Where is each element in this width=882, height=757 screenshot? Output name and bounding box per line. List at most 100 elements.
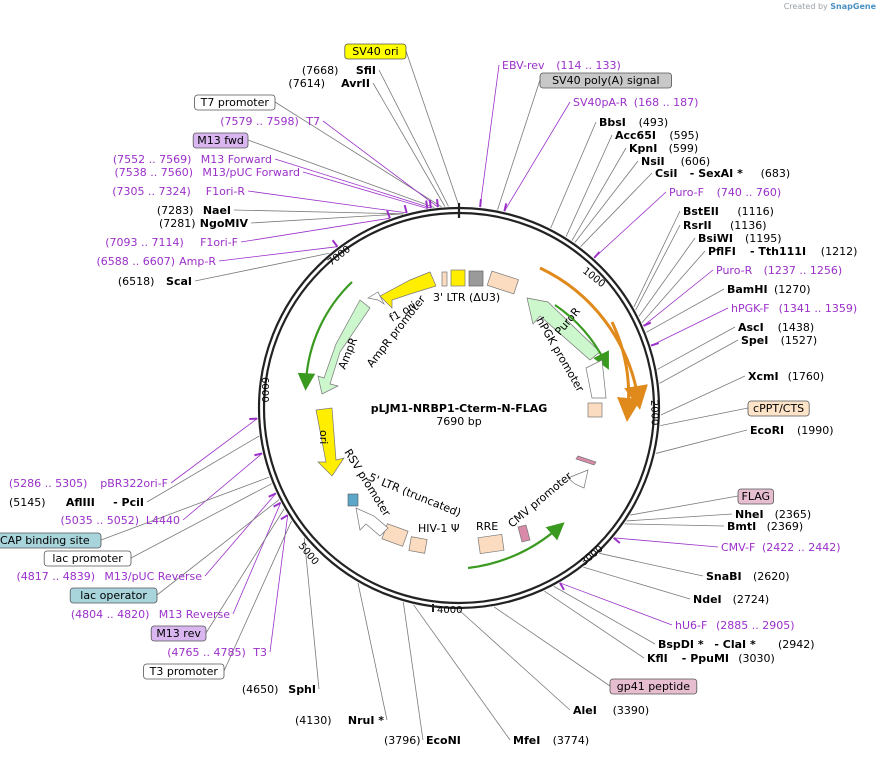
label-m13-rev[interactable]: M13 rev bbox=[150, 625, 207, 642]
label-m13-reverse[interactable]: M13 Reverse(4804 .. 4820) bbox=[71, 608, 230, 621]
label-gp41-peptide[interactable]: gp41 peptide bbox=[609, 678, 698, 695]
leader-l-23-t3 bbox=[269, 514, 289, 653]
site-pos: (2942) bbox=[778, 638, 815, 651]
label-bspdi[interactable]: BspDI *- ClaI *(2942) bbox=[658, 638, 815, 651]
label-bbsi[interactable]: BbsI(493) bbox=[599, 116, 668, 129]
label-puro-f[interactable]: Puro-F(740 .. 760) bbox=[669, 186, 781, 199]
ltr3-feature[interactable] bbox=[486, 270, 519, 295]
primer-range: (4817 .. 4839) bbox=[16, 570, 95, 583]
label-cmv-f[interactable]: CMV-F(2422 .. 2442) bbox=[721, 541, 841, 554]
label-hpgk-f[interactable]: hPGK-F(1341 .. 1359) bbox=[731, 302, 857, 315]
label-ngomiv[interactable]: NgoMIV(7281) bbox=[159, 217, 248, 230]
label-mfei[interactable]: MfeI(3774) bbox=[513, 734, 589, 747]
label-snabi[interactable]: SnaBI(2620) bbox=[706, 570, 790, 583]
label-f1ori-f[interactable]: F1ori-F(7093 .. 7114) bbox=[105, 236, 238, 249]
gp41-feature[interactable] bbox=[517, 524, 531, 543]
label-hu6-f[interactable]: hU6-F(2885 .. 2905) bbox=[675, 619, 795, 632]
hpgk-promoter-feature[interactable] bbox=[585, 359, 607, 399]
label-sv40-poly-a-signal[interactable]: SV40 poly(A) signal bbox=[539, 72, 673, 89]
rsv-promoter-feature[interactable] bbox=[355, 507, 389, 537]
label-m13-puc-reverse[interactable]: M13/pUC Reverse(4817 .. 4839) bbox=[16, 570, 202, 583]
label-kpni[interactable]: KpnI(599) bbox=[629, 142, 698, 155]
label-alei[interactable]: AleI(3390) bbox=[573, 704, 649, 717]
label-m13-fwd[interactable]: M13 fwd bbox=[192, 132, 249, 149]
cppt-feature[interactable] bbox=[587, 402, 603, 418]
label-m13-forward[interactable]: M13 Forward(7552 .. 7569) bbox=[113, 153, 272, 166]
label-bamhi[interactable]: BamHI(1270) bbox=[727, 283, 811, 296]
flag-feature[interactable] bbox=[575, 455, 597, 466]
label-ndei[interactable]: NdeI(2724) bbox=[693, 593, 769, 606]
leader-lines bbox=[100, 50, 749, 741]
label-ebv-rev[interactable]: EBV-rev(114 .. 133) bbox=[502, 59, 621, 72]
label-t7-promoter[interactable]: T7 promoter bbox=[194, 94, 276, 111]
leader-r-24-cmv-f bbox=[613, 537, 719, 548]
hiv-psi-feature[interactable] bbox=[408, 536, 428, 554]
label-bsteii[interactable]: BstEII(1116) bbox=[683, 205, 774, 218]
label-bmti[interactable]: BmtI(2369) bbox=[727, 520, 803, 533]
label-amp-r[interactable]: Amp-R(6588 .. 6607) bbox=[96, 255, 216, 268]
label-xcmi[interactable]: XcmI(1760) bbox=[748, 370, 824, 383]
primer-mark-t3 bbox=[280, 514, 289, 521]
ori-feature[interactable] bbox=[315, 407, 345, 477]
ampr-promoter-feature[interactable] bbox=[367, 291, 385, 306]
label-pbr322ori-f[interactable]: pBR322ori-F(5286 .. 5305) bbox=[9, 477, 168, 490]
primer-range: (7305 .. 7324) bbox=[112, 185, 191, 198]
primer-range: (740 .. 760) bbox=[717, 186, 782, 199]
label-sphi[interactable]: SphI(4650) bbox=[242, 683, 316, 696]
feature-box bbox=[194, 94, 276, 111]
label-naei[interactable]: NaeI(7283) bbox=[157, 204, 231, 217]
label-lac-promoter[interactable]: lac promoter bbox=[43, 550, 132, 567]
ampr-feature[interactable] bbox=[317, 299, 371, 395]
label-scai[interactable]: ScaI(6518) bbox=[118, 275, 192, 288]
cmv-promoter-feature[interactable] bbox=[567, 469, 589, 489]
label-rsrii[interactable]: RsrII(1136) bbox=[683, 219, 767, 232]
feature-box bbox=[143, 663, 225, 680]
label-csii[interactable]: CsiI- SexAI *(683) bbox=[655, 167, 790, 180]
label-ecori[interactable]: EcoRI(1990) bbox=[750, 424, 834, 437]
sv40-ori-feature[interactable] bbox=[450, 269, 466, 287]
label-spei[interactable]: SpeI(1527) bbox=[741, 334, 817, 347]
label-flag[interactable]: FLAG bbox=[737, 488, 774, 505]
label-l4440[interactable]: L4440(5035 .. 5052) bbox=[60, 514, 180, 527]
site-name: BsiWI bbox=[698, 232, 733, 245]
label-t3-promoter[interactable]: T3 promoter bbox=[143, 663, 225, 680]
label-cap-binding-site[interactable]: CAP binding site bbox=[0, 532, 102, 549]
site-name: EcoRI bbox=[750, 424, 784, 437]
label-f1ori-r[interactable]: F1ori-R(7305 .. 7324) bbox=[112, 185, 245, 198]
site-pos: (1527) bbox=[781, 334, 818, 347]
puror-feature[interactable] bbox=[526, 297, 601, 361]
label-nrui[interactable]: NruI *(4130) bbox=[295, 714, 384, 727]
leader-r-22-nhei bbox=[626, 513, 733, 522]
label-acc65i[interactable]: Acc65I(595) bbox=[615, 129, 699, 142]
f1-ori-feature[interactable] bbox=[379, 271, 437, 309]
site-name: CsiI bbox=[655, 167, 677, 180]
label-sv40pa-r[interactable]: SV40pA-R(168 .. 187) bbox=[573, 96, 698, 109]
rre-feature[interactable] bbox=[477, 534, 505, 554]
leader-l-9-naei bbox=[233, 209, 404, 215]
sv40-polya-feature[interactable] bbox=[468, 270, 484, 287]
site-pos: (2724) bbox=[733, 593, 770, 606]
primer-range: (7538 .. 7560) bbox=[114, 166, 193, 179]
site-pos: (1136) bbox=[730, 219, 767, 232]
label-asci[interactable]: AscI(1438) bbox=[738, 321, 814, 334]
label-econi[interactable]: (3796)EcoNI bbox=[384, 734, 461, 747]
label-lac-operator[interactable]: lac operator bbox=[69, 587, 158, 604]
label-bsiwi[interactable]: BsiWI(1195) bbox=[698, 232, 782, 245]
label-kfli[interactable]: KflI- PpuMI(3030) bbox=[647, 652, 775, 665]
label-avrii[interactable]: AvrII(7614) bbox=[288, 77, 370, 90]
label-cppt-cts[interactable]: cPPT/CTS bbox=[747, 400, 810, 417]
label-puro-r[interactable]: Puro-R(1237 .. 1256) bbox=[716, 264, 842, 277]
label-t3[interactable]: T3(4765 .. 4785) bbox=[167, 646, 267, 659]
label-sv40-ori[interactable]: SV40 ori bbox=[344, 43, 407, 60]
feature-box-label: M13 fwd bbox=[197, 134, 244, 147]
label-pflfi[interactable]: PflFI- Tth111I(1212) bbox=[708, 245, 857, 258]
label-nhei[interactable]: NheI(2365) bbox=[735, 508, 811, 521]
feature-box bbox=[344, 43, 407, 60]
site-name: ScaI bbox=[166, 275, 192, 288]
primer-range: (7579 .. 7598) bbox=[220, 115, 299, 128]
label-sfii[interactable]: SfiI(7668) bbox=[302, 64, 376, 77]
label-nsii[interactable]: NsiI(606) bbox=[641, 155, 710, 168]
label-t7[interactable]: T7(7579 .. 7598) bbox=[220, 115, 320, 128]
label-m13-puc-forward[interactable]: M13/pUC Forward(7538 .. 7560) bbox=[114, 166, 300, 179]
